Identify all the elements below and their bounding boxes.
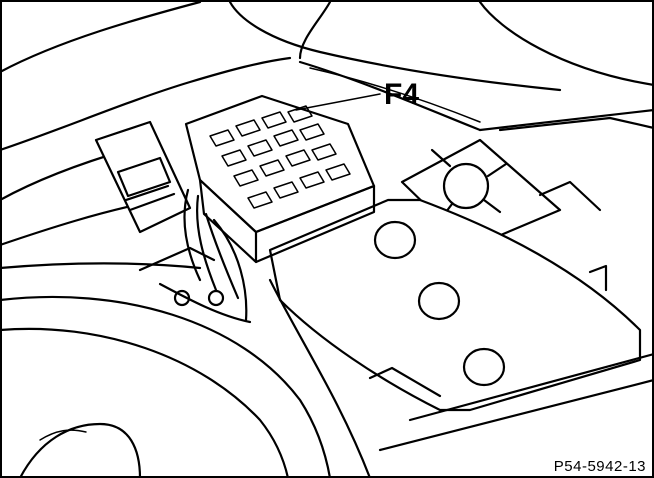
body-contours: [0, 0, 654, 270]
figure-reference-code: P54-5942-13: [554, 458, 646, 475]
cover-hole-top: [373, 220, 417, 260]
wheel-arch: [0, 278, 372, 478]
fuse-slots: [209, 105, 351, 209]
relay-bracket: [94, 120, 192, 234]
wiring-harness-icon: [138, 188, 252, 324]
cover-panel-icon: [268, 198, 654, 452]
strut-mount-icon: [400, 138, 602, 264]
fuse-box-icon: [184, 94, 376, 264]
cover-hole-middle: [417, 281, 461, 321]
callout-leader-line: [295, 93, 381, 111]
cover-hole-bottom: [462, 347, 506, 387]
fuse-box-callout: F4: [384, 78, 419, 111]
